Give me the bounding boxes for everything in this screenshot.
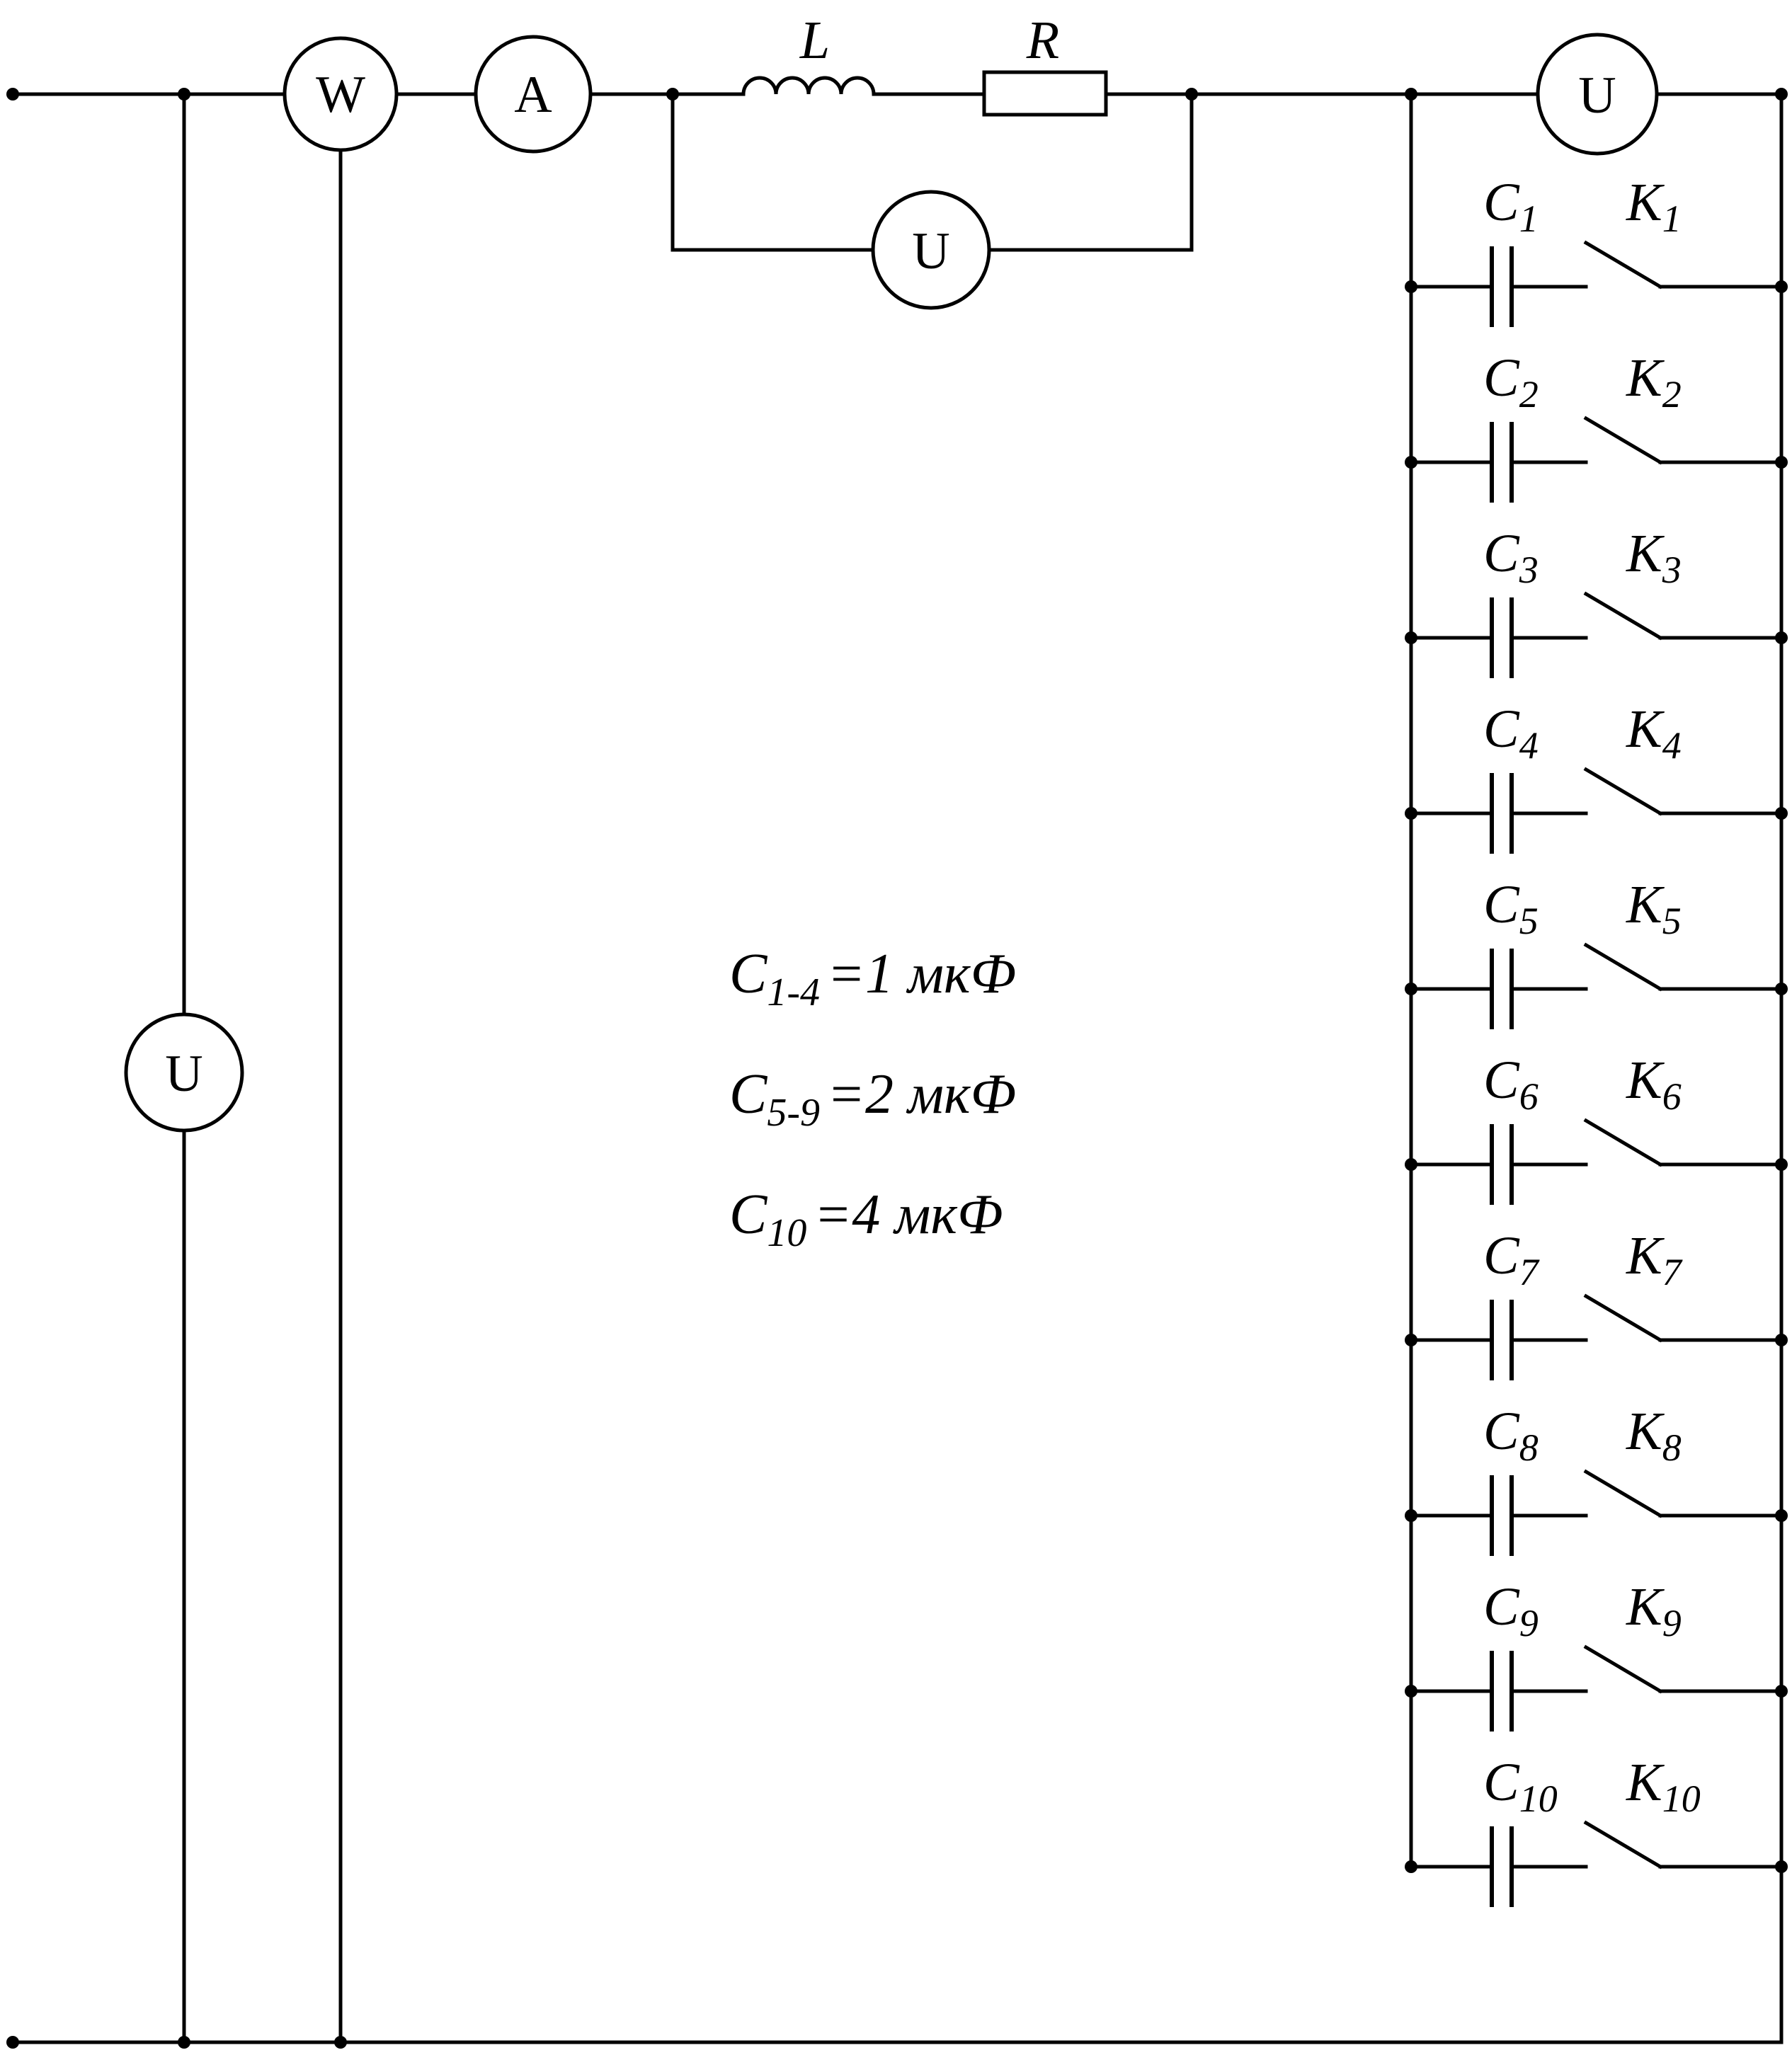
note-c10: C10=4 мкФ <box>729 1184 1003 1255</box>
junction-dot <box>1775 1509 1788 1522</box>
junction-dot <box>1775 983 1788 995</box>
switch-blade <box>1583 767 1663 816</box>
junction-dot <box>1405 1334 1417 1346</box>
switch-blade <box>1583 591 1663 641</box>
capacitor-branch-4: C4 K4 <box>1405 699 1788 854</box>
capacitor-branch-2: C2 K2 <box>1405 348 1788 503</box>
junction-dot <box>1775 1860 1788 1873</box>
switch-blade <box>1583 1118 1663 1167</box>
capacitor-branch-1: C1 K1 <box>1405 173 1788 327</box>
capacitor-label-1: C1 <box>1483 173 1539 240</box>
junction-dots <box>6 88 1788 2049</box>
junction-dot <box>1405 1860 1417 1873</box>
junction-dot <box>1405 983 1417 995</box>
capacitor-label-4: C4 <box>1483 699 1539 767</box>
resistor-symbol <box>982 70 1108 117</box>
switch-blade <box>1583 1644 1663 1694</box>
capacitor-label-9: C9 <box>1483 1577 1539 1644</box>
junction-dot <box>1775 1334 1788 1346</box>
switch-label-9: K9 <box>1626 1577 1682 1644</box>
switch-label-4: K4 <box>1626 699 1682 767</box>
switch-blade <box>1583 1820 1663 1870</box>
capacitor-branch-5: C5 K5 <box>1405 875 1788 1029</box>
voltmeter-input-label: U <box>165 1045 202 1103</box>
junction-dot <box>1405 280 1417 293</box>
switch-blade <box>1583 240 1663 290</box>
switch-blade <box>1583 1469 1663 1518</box>
capacitor-branch-6: C6 K6 <box>1405 1051 1788 1205</box>
wiring <box>11 92 1784 2044</box>
junction-dot <box>1775 807 1788 820</box>
switch-label-6: K6 <box>1626 1051 1682 1118</box>
junction-dot <box>1405 1509 1417 1522</box>
voltmeter-coil-label: U <box>912 222 949 280</box>
voltmeter-capacitors-label: U <box>1578 67 1616 125</box>
capacitance-notes: C1-4=1 мкФ C5-9=2 мкФ C10=4 мкФ <box>729 943 1016 1255</box>
junction-dot <box>1775 1158 1788 1171</box>
resistance-label: R <box>1026 11 1059 70</box>
junction-dot <box>1775 280 1788 293</box>
wattmeter: W <box>283 36 399 152</box>
capacitor-label-5: C5 <box>1483 875 1539 942</box>
capacitor-branch-10: C10 K10 <box>1405 1753 1788 1907</box>
note-c5-9: C5-9=2 мкФ <box>729 1063 1016 1135</box>
capacitor-label-2: C2 <box>1483 348 1539 416</box>
voltmeter-capacitors: U <box>1536 33 1659 156</box>
wattmeter-label: W <box>316 66 365 124</box>
switch-label-10: K10 <box>1626 1753 1701 1820</box>
capacitor-label-8: C8 <box>1483 1402 1539 1469</box>
capacitor-label-7: C7 <box>1483 1226 1540 1293</box>
junction-dot <box>1775 631 1788 644</box>
junction-dot <box>1775 1685 1788 1698</box>
junction-dot <box>1405 1685 1417 1698</box>
junction-dot <box>1405 456 1417 469</box>
inductor-symbol <box>741 76 876 96</box>
note-c1-4: C1-4=1 мкФ <box>729 943 1016 1014</box>
switch-label-1: K1 <box>1626 173 1682 240</box>
capacitor-label-6: C6 <box>1483 1051 1539 1118</box>
junction-dot <box>1405 631 1417 644</box>
switch-label-8: K8 <box>1626 1402 1682 1469</box>
capacitor-label-10: C10 <box>1483 1753 1558 1820</box>
ammeter: A <box>474 35 593 154</box>
capacitor-label-3: C3 <box>1483 524 1539 591</box>
inductance-label: L <box>799 11 830 70</box>
switch-label-7: K7 <box>1626 1226 1683 1293</box>
capacitor-branch-9: C9 K9 <box>1405 1577 1788 1731</box>
switch-label-3: K3 <box>1626 524 1682 591</box>
junction-dot <box>1405 807 1417 820</box>
capacitor-branch-8: C8 K8 <box>1405 1402 1788 1556</box>
switch-label-5: K5 <box>1626 875 1682 942</box>
capacitor-branch-7: C7 K7 <box>1405 1226 1788 1380</box>
junction-dot <box>1775 456 1788 469</box>
voltmeter-input: U <box>124 1012 244 1133</box>
capacitor-branch-3: C3 K3 <box>1405 524 1788 678</box>
switch-blade <box>1583 416 1663 465</box>
switch-blade <box>1583 942 1663 992</box>
switch-blade <box>1583 1293 1663 1343</box>
switch-label-2: K2 <box>1626 348 1682 416</box>
ammeter-label: A <box>514 66 552 124</box>
junction-dot <box>1405 1158 1417 1171</box>
voltmeter-coil: U <box>871 190 991 310</box>
